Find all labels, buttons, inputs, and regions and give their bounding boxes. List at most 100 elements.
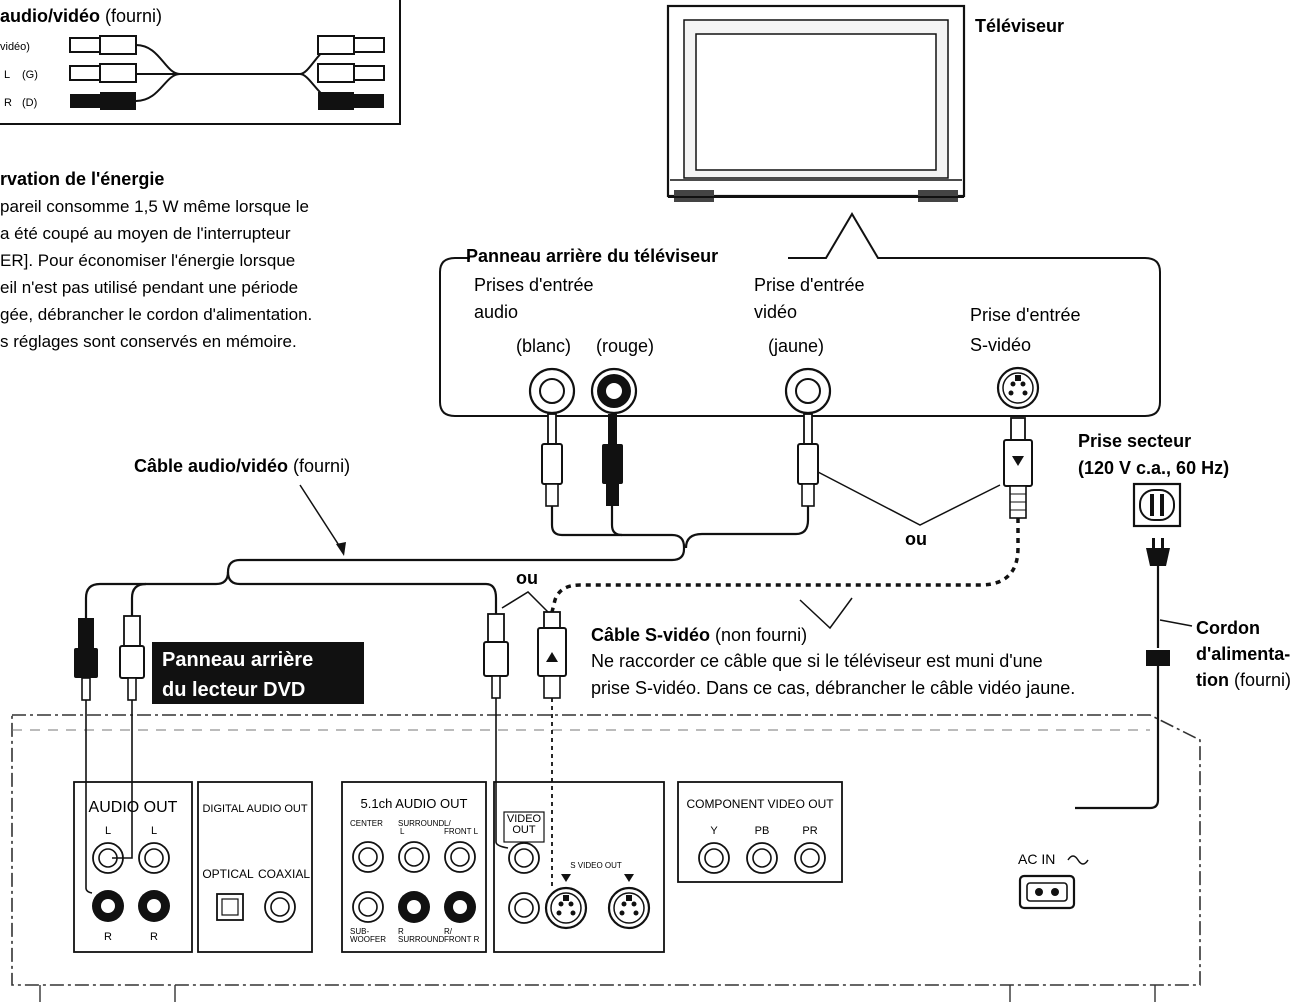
tv-audio-red-plug (602, 414, 623, 506)
power-cord-label: d'alimenta- (1196, 644, 1290, 664)
center-label: CENTER (350, 819, 383, 828)
audio-out-r-label: R (150, 931, 158, 943)
dvd-video-plug (483, 613, 509, 699)
energy-saving-note: rvation de l'énergie pareil consomme 1,5… (0, 169, 312, 351)
component-pb-label: PB (755, 825, 770, 837)
component-video-out-block: COMPONENT VIDEO OUT Y PB PR (677, 781, 843, 883)
ac-tilde-icon (1067, 855, 1089, 865)
svg-text:audio/vidéo (fourni): audio/vidéo (fourni) (0, 6, 162, 26)
svg-text:tion (fourni): tion (fourni) (1196, 670, 1291, 690)
dvd-svideo-plug (537, 611, 567, 699)
svideo-note-line: Ne raccorder ce câble que si le télévise… (591, 651, 1043, 671)
tv-audio-red-jack-icon (590, 367, 638, 415)
dvd-panel-label: Panneau arrière du lecteur DVD (152, 642, 364, 704)
av-cable-pointer (299, 484, 343, 551)
legend-plug-audio-r-left (70, 92, 136, 110)
svideo-cable-label: Câble S-vidéo (591, 625, 710, 645)
av-cable-pointer-head (336, 542, 346, 556)
tv-svideo-jack-icon (996, 366, 1040, 410)
or-indicator-bottom (501, 591, 549, 613)
legend-plug-video-right (317, 35, 385, 55)
av-cable-label-suffix: (fourni) (293, 456, 350, 476)
svideo-cable-label-suffix: (non fourni) (715, 625, 807, 645)
tv-yellow-label: (jaune) (768, 336, 824, 356)
ac-in-label: AC IN (1018, 851, 1055, 867)
tv-audio-in-label: audio (474, 302, 518, 322)
tv-video-plug (797, 413, 819, 507)
dvd-rear-panel (11, 714, 1201, 1002)
svideo-out-label: S VIDEO OUT (570, 861, 622, 870)
video-out-label: VIDEO (507, 813, 542, 825)
tv-white-label: (blanc) (516, 336, 571, 356)
audio-out-l-label: L (151, 825, 157, 837)
dvd-audio-r-plug (119, 615, 145, 701)
av-cable-label: Câble audio/vidéo (134, 456, 288, 476)
tv-video-in-label: Prise d'entrée (754, 275, 865, 295)
power-cord-connector (1146, 650, 1170, 666)
dvd-svideo-jack-2-icon (607, 886, 651, 930)
legend-plug-video-left (69, 35, 137, 55)
digital-audio-out-block: DIGITAL AUDIO OUT OPTICAL COAXIAL (197, 781, 313, 953)
or-label-top: ou (905, 529, 927, 549)
tv-audio-in-label: Prises d'entrée (474, 275, 594, 295)
ac-in-socket: AC IN (1018, 851, 1089, 910)
svideo-pointer (799, 597, 853, 630)
power-cord-pointer (1159, 619, 1193, 627)
component-pr-label: PR (802, 825, 817, 837)
dvd-svideo-jack-1-icon (544, 886, 588, 930)
surround-r-label: SURROUND (398, 935, 444, 944)
surround-l-label: SURROUND (398, 819, 444, 828)
surround-audio-out-block: 5.1ch AUDIO OUT CENTER SURROUND L L/ FRO… (341, 781, 487, 953)
or-indicator-top (817, 471, 1001, 526)
video-out-label: OUT (512, 824, 536, 836)
svg-text:Câble S-vidéo (non fourni): Câble S-vidéo (non fourni) (591, 625, 807, 645)
power-cord-label-suffix: (fourni) (1234, 670, 1291, 690)
front-l-label: FRONT L (444, 827, 479, 836)
svideo-cable-wire (550, 518, 1020, 613)
tv-audio-white-plug (541, 413, 563, 507)
legend-plug-audio-l-left (69, 63, 137, 83)
tv-rear-panel: Panneau arrière du téléviseur Prises d'e… (439, 212, 1161, 417)
power-cord-label: Cordon (1196, 618, 1260, 638)
front-l-label: L/ (444, 819, 451, 828)
audio-r-wire (85, 700, 93, 894)
tv-svideo-plug (1003, 417, 1033, 519)
legend-row-video: vidéo) (0, 41, 30, 53)
video-out-wire (495, 698, 509, 849)
tv-label: Téléviseur (975, 16, 1064, 36)
av-cable-legend-box: audio/vidéo (fourni) vidéo) L (G) R (D) (0, 0, 401, 125)
outlet-spec-label: (120 V c.a., 60 Hz) (1078, 458, 1229, 478)
legend-title: audio/vidéo (0, 6, 100, 26)
svideo-note-line: prise S-vidéo. Dans ce cas, débrancher l… (591, 678, 1075, 698)
dvd-label-line: du lecteur DVD (162, 679, 305, 701)
tv-svideo-in-label: S-vidéo (970, 335, 1031, 355)
power-plug-icon (1146, 538, 1170, 566)
legend-title-suffix: (fourni) (105, 6, 162, 26)
dvd-audio-l-plug (74, 618, 98, 701)
optical-label: OPTICAL (202, 867, 254, 881)
outlet-label: Prise secteur (1078, 431, 1191, 451)
tv-audio-white-jack-icon (528, 367, 576, 415)
energy-line: s réglages sont conservés en mémoire. (0, 332, 297, 351)
energy-line: ER]. Pour économiser l'énergie lorsque (0, 251, 295, 270)
video-out-block: VIDEO OUT S VIDEO OUT (493, 781, 665, 953)
power-cord-label: tion (1196, 670, 1229, 690)
audio-out-r-label: R (104, 931, 112, 943)
surround-l-label: L (400, 827, 405, 836)
legend-plug-audio-r-right (318, 92, 384, 110)
energy-line: a été coupé au moyen de l'interrupteur (0, 224, 291, 243)
audio-out-l-label: L (105, 825, 111, 837)
coaxial-label: COAXIAL (258, 867, 310, 881)
audio-out-label: AUDIO OUT (89, 799, 178, 816)
wall-outlet-icon (1132, 482, 1182, 528)
component-label: COMPONENT VIDEO OUT (686, 797, 834, 811)
surround-r-label: R (398, 927, 404, 936)
dvd-label-line: Panneau arrière (162, 649, 313, 671)
tv-video-in-label: vidéo (754, 302, 797, 322)
svg-text:Câble audio/vidéo (fourni): Câble audio/vidéo (fourni) (134, 456, 350, 476)
front-r-label: FRONT R (444, 935, 480, 944)
legend-letter-r: R (4, 97, 12, 109)
audio-out-block: AUDIO OUT L L R R (73, 781, 193, 953)
tv-red-label: (rouge) (596, 336, 654, 356)
